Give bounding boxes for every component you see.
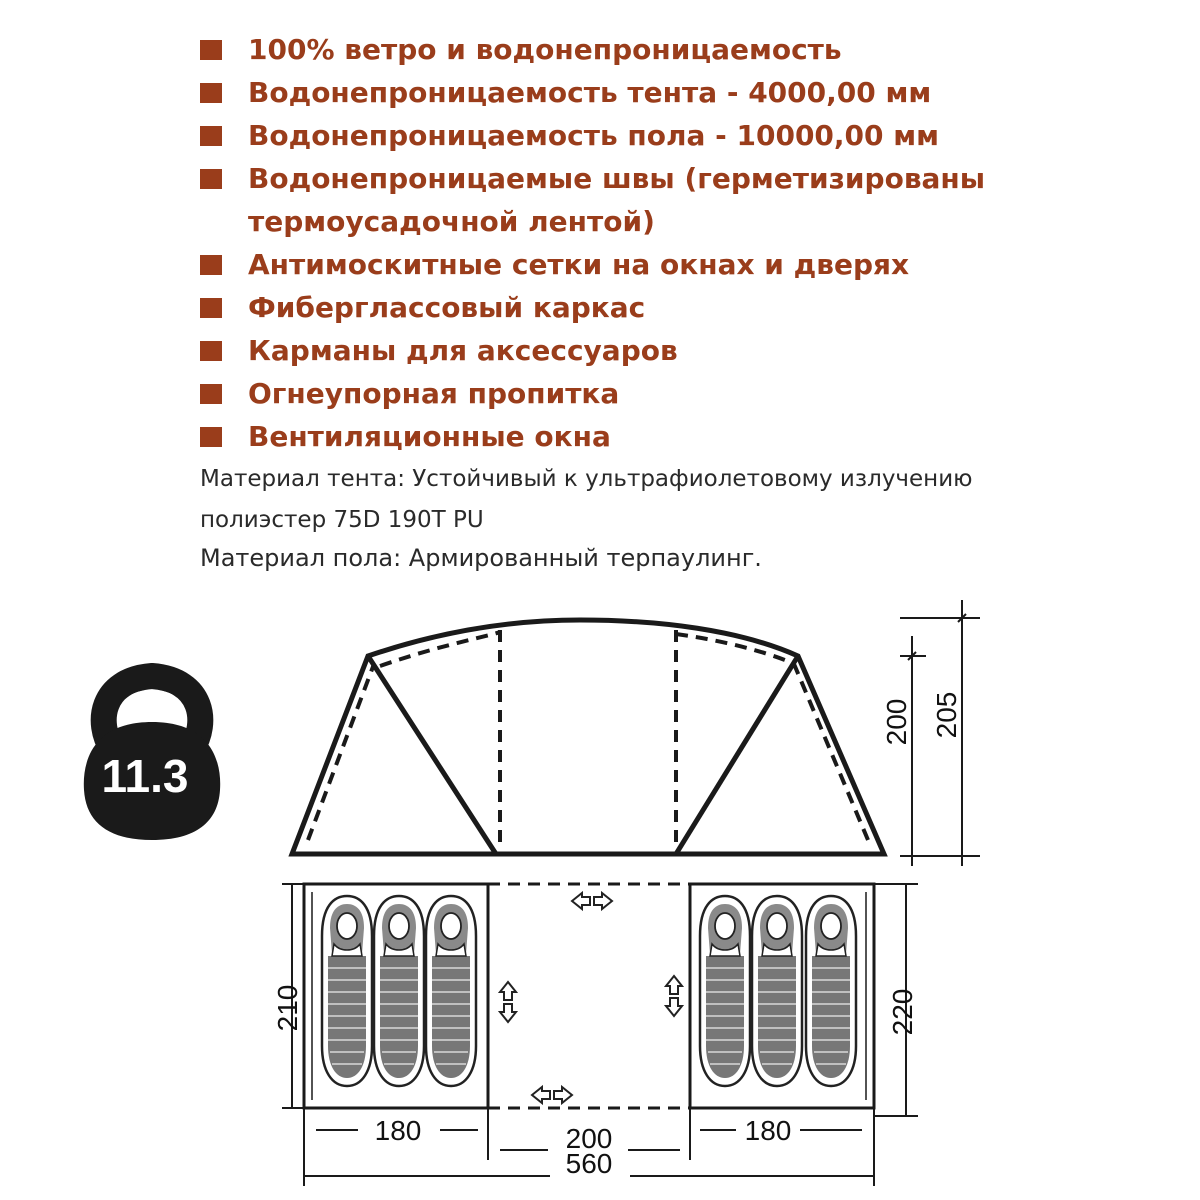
total-length-label: 560 — [566, 1148, 613, 1179]
weight-value: 11.3 — [102, 750, 189, 802]
floor-plan — [282, 882, 918, 1186]
feature-item: 100% ветро и водонепроницаемость — [200, 28, 985, 71]
tent-material-line1: Материал тента: Устойчивый к ультрафиоле… — [200, 466, 973, 492]
bullet-square-icon — [200, 298, 222, 318]
feature-item: Вентиляционные окна — [200, 415, 985, 458]
feature-item: Карманы для аксессуаров — [200, 329, 985, 372]
bullet-square-icon — [200, 255, 222, 275]
floor-material: Материал пола: Армированный терпаулинг. — [200, 544, 762, 572]
feature-item: Фиберглассовый каркас — [200, 286, 985, 329]
kettlebell-icon — [83, 662, 221, 840]
vestibule-width-label: 200 — [566, 1123, 613, 1154]
door-arrow-icon — [499, 892, 683, 1104]
sleeping-bags-right — [698, 894, 858, 1088]
bullet-square-icon — [200, 384, 222, 404]
feature-list: 100% ветро и водонепроницаемость Водонеп… — [200, 28, 985, 458]
bullet-square-icon — [200, 40, 222, 60]
height-inner-label: 200 — [881, 699, 912, 746]
feature-item: Водонепроницаемость тента - 4000,00 мм — [200, 71, 985, 114]
feature-item: Антимоскитные сетки на окнах и дверях — [200, 243, 985, 286]
tent-side-view — [288, 617, 888, 857]
bullet-square-icon — [200, 341, 222, 361]
bullet-square-icon — [200, 427, 222, 447]
bullet-square-icon — [200, 169, 222, 189]
bullet-square-icon — [200, 126, 222, 146]
tent-material-line2: полиэстер 75D 190T PU — [200, 507, 484, 533]
height-outer-label: 205 — [931, 692, 962, 739]
bullet-square-icon — [200, 83, 222, 103]
feature-continuation: термоусадочной лентой) — [248, 205, 655, 238]
bedroom-right-width-label: 180 — [745, 1115, 792, 1146]
height-dimension-lines — [900, 600, 980, 866]
sleeping-bags-left — [320, 894, 478, 1088]
bedroom-left-length-label: 210 — [272, 985, 303, 1032]
feature-item: Водонепроницаемость пола - 10000,00 мм — [200, 114, 985, 157]
bedroom-right-length-label: 220 — [887, 989, 918, 1036]
feature-item: Огнеупорная пропитка — [200, 372, 985, 415]
bedroom-left-width-label: 180 — [375, 1115, 422, 1146]
